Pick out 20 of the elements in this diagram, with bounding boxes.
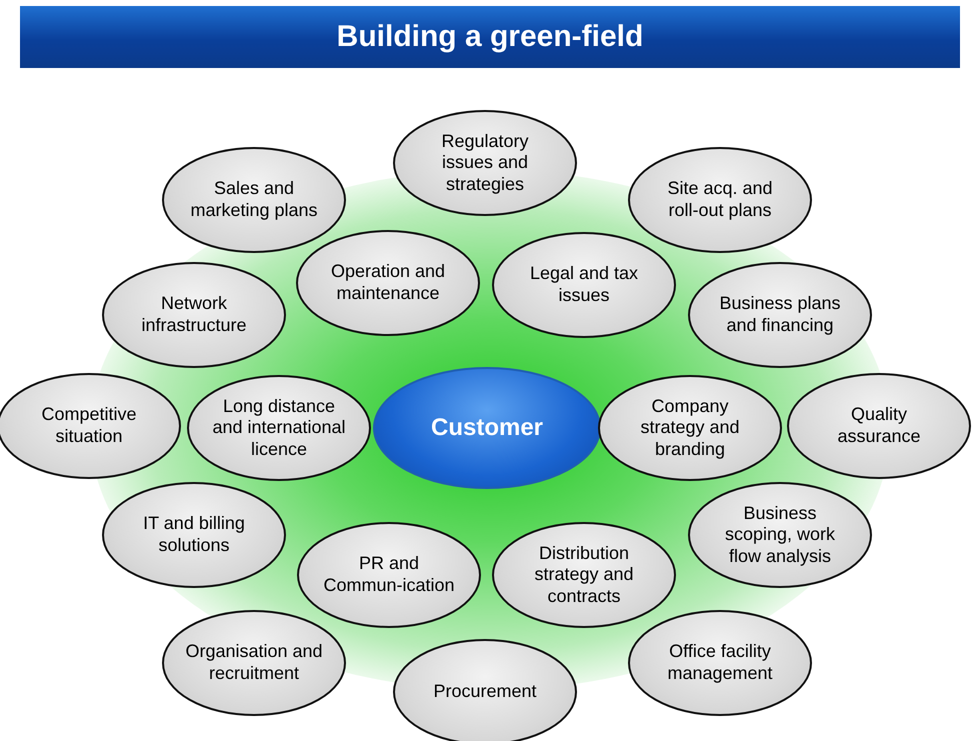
node-label: Business plans and financing — [718, 293, 842, 337]
node-label: Distribution strategy and contracts — [533, 542, 635, 608]
title: Building a green-field — [336, 20, 644, 54]
node-label: Network infrastructure — [140, 293, 248, 337]
node-label: Competitive situation — [40, 404, 138, 448]
node-label: Quality assurance — [836, 404, 922, 448]
node-label: Regulatory issues and strategies — [440, 130, 530, 196]
node-label: Office facility management — [666, 641, 774, 685]
node-label: Organisation and recruitment — [184, 641, 324, 685]
node-label: Legal and tax issues — [528, 263, 640, 307]
node-label: PR and Commun-ication — [322, 553, 456, 597]
node-label: Long distance and international licence — [211, 396, 347, 460]
node-label: IT and billing solutions — [142, 513, 246, 557]
node-label: Procurement — [433, 681, 537, 703]
node-label: Customer — [430, 414, 544, 442]
node-label: Site acq. and roll-out plans — [666, 178, 774, 222]
node-label: Operation and maintenance — [330, 261, 446, 305]
node-label: Company strategy and branding — [639, 396, 741, 460]
node-label: Sales and marketing plans — [189, 178, 319, 222]
node-label: Business scoping, work flow analysis — [724, 502, 836, 568]
